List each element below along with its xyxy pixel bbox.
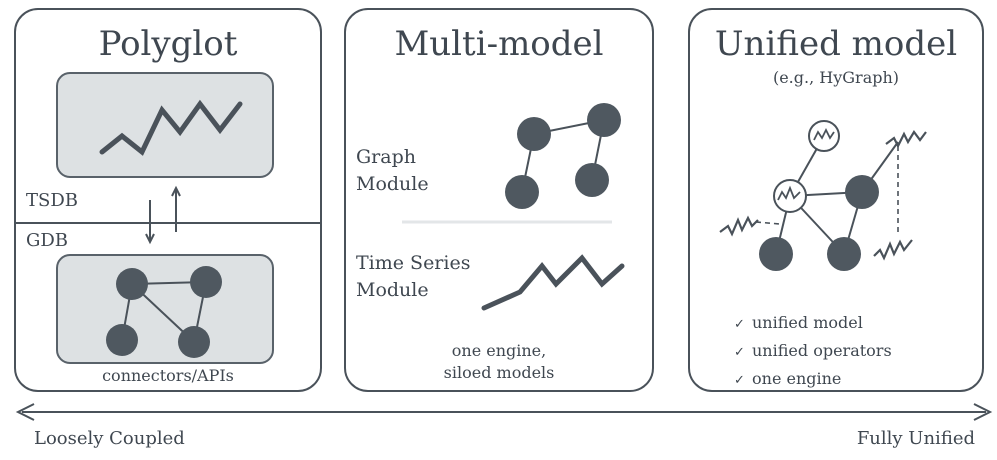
- gdb-box: [56, 254, 274, 364]
- engine-line2: siloed models: [443, 363, 555, 382]
- tsdb-box: [56, 72, 274, 178]
- unified-checklist: ✓unified model ✓unified operators ✓one e…: [734, 310, 892, 394]
- gdb-label: GDB: [26, 230, 69, 251]
- polyglot-title: Polyglot: [98, 24, 238, 64]
- connectors-caption: connectors/APIs: [102, 366, 234, 385]
- check-icon: ✓: [734, 345, 745, 360]
- module-graphics: [402, 103, 625, 311]
- time-series-module-label: Time Series Module: [356, 250, 470, 304]
- hybrid-graph-icon: [719, 120, 927, 271]
- engine-caption: one engine, siloed models: [346, 340, 652, 384]
- ts-module-line2: Module: [356, 279, 429, 301]
- unified-model-subtitle: (e.g., HyGraph): [772, 68, 900, 87]
- time-series-icon: [99, 99, 243, 156]
- multi-model-title: Multi-model: [394, 24, 604, 64]
- fully-unified-label: Fully Unified: [856, 428, 975, 449]
- loosely-coupled-label: Loosely Coupled: [34, 428, 185, 449]
- polyglot-panel: Polyglot TSDB GDB connectors/APIs: [14, 8, 322, 392]
- graph-icon: [106, 266, 222, 358]
- time-series-module-icon: [481, 254, 625, 311]
- multi-model-panel: Multi-model Graph Module Time Series Mod…: [344, 8, 654, 392]
- graph-module-icon: [505, 103, 621, 209]
- check-icon: ✓: [734, 317, 745, 332]
- engine-line1: one engine,: [451, 341, 547, 360]
- unified-model-title: Unified model: [714, 24, 958, 64]
- tsdb-label: TSDB: [26, 190, 78, 211]
- graph-module-line1: Graph: [356, 146, 416, 168]
- unified-model-panel: Unified model (e.g., HyGraph) ✓unified m…: [688, 8, 984, 392]
- graph-module-line2: Module: [356, 173, 429, 195]
- store-divider: [16, 222, 320, 224]
- checklist-item: ✓one engine: [734, 366, 892, 394]
- checklist-item: ✓unified operators: [734, 338, 892, 366]
- check-icon: ✓: [734, 373, 745, 388]
- graph-module-label: Graph Module: [356, 144, 429, 198]
- ts-module-line1: Time Series: [356, 252, 471, 274]
- connector-arrows-icon: [145, 185, 181, 245]
- checklist-item: ✓unified model: [734, 310, 892, 338]
